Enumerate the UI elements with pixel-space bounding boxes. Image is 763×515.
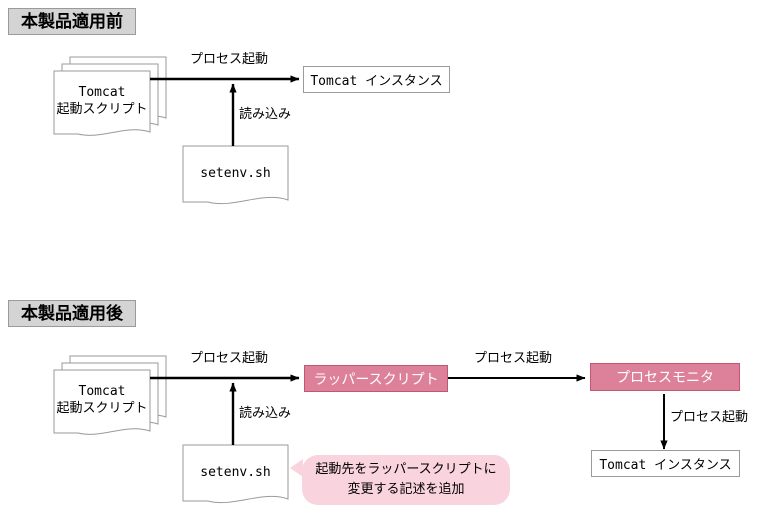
before-tomcat-script-label-line1: Tomcat (78, 85, 126, 100)
after-tomcat-script-label-line1: Tomcat (78, 384, 126, 399)
after-tomcat-script-label-line2: 起動スクリプト (56, 401, 148, 416)
after-edge-label-process-start-1: プロセス起動 (190, 351, 269, 366)
after-tomcat-script-label: Tomcat 起動スクリプト (54, 371, 150, 429)
after-tomcat-instance-box[interactable]: Tomcat インスタンス (591, 450, 740, 477)
before-tomcat-script-label: Tomcat 起動スクリプト (54, 72, 150, 130)
after-process-monitor-box[interactable]: プロセスモニタ (590, 363, 740, 391)
after-callout-line1: 起動先をラッパースクリプトに (315, 462, 497, 477)
after-wrapper-script-box[interactable]: ラッパースクリプト (304, 365, 448, 392)
section-title-after: 本製品適用後 (8, 300, 136, 327)
before-setenv-document (182, 145, 289, 205)
before-edge-label-read: 読み込み (239, 107, 292, 122)
before-tomcat-script-stack (53, 56, 167, 136)
after-tomcat-script-stack (53, 355, 167, 435)
before-tomcat-instance-box[interactable]: Tomcat インスタンス (303, 66, 450, 93)
after-edge-label-process-start-3: プロセス起動 (670, 410, 749, 425)
after-setenv-label: setenv.sh (200, 465, 271, 480)
after-setenv-document (182, 444, 289, 504)
before-edge-label-process-start: プロセス起動 (190, 52, 269, 67)
after-edge-label-process-start-2: プロセス起動 (474, 351, 553, 366)
after-callout-line2: 変更する記述を追加 (347, 482, 465, 497)
before-setenv-label: setenv.sh (200, 166, 271, 181)
after-callout-bubble: 起動先をラッパースクリプトに 変更する記述を追加 (302, 455, 510, 505)
before-tomcat-script-label-line2: 起動スクリプト (56, 102, 148, 117)
callout-tail-icon (290, 459, 303, 477)
section-title-before: 本製品適用前 (8, 8, 136, 35)
after-edge-label-read: 読み込み (239, 406, 292, 421)
